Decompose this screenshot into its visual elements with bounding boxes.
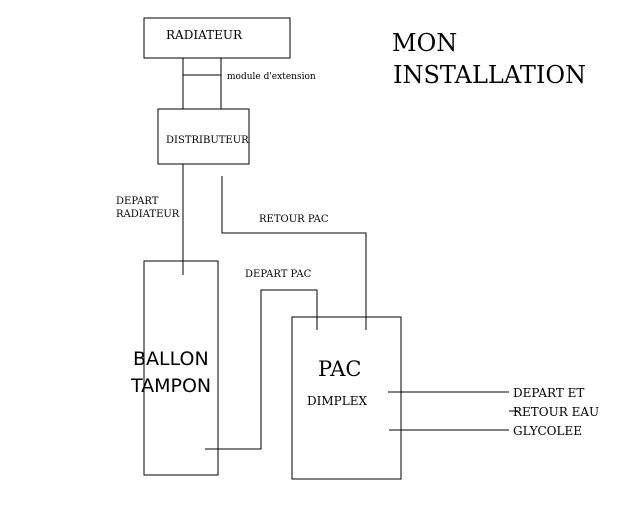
title-line1: MON bbox=[392, 29, 457, 57]
module-extension-label: module d'extension bbox=[227, 72, 316, 82]
depart-pac-pipe bbox=[205, 289, 318, 450]
eau-glycolee-label-line1: DEPART ET bbox=[513, 386, 584, 400]
radiateur-label: RADIATEUR bbox=[166, 28, 243, 42]
eau-glycolee-label-line2: RETOUR EAU bbox=[513, 405, 599, 419]
tampon-label: TAMPON bbox=[130, 375, 211, 397]
ballon-tampon-box bbox=[143, 260, 219, 476]
depart-radiateur-label-line2: RADIATEUR bbox=[116, 209, 180, 220]
distributeur-label: DISTRIBUTEUR bbox=[166, 135, 249, 146]
pac-label: PAC bbox=[318, 357, 361, 381]
depart-pac-label: DEPART PAC bbox=[245, 269, 312, 280]
retour-pac-label: RETOUR PAC bbox=[259, 214, 329, 225]
distributeur-box bbox=[157, 108, 250, 165]
pac-box bbox=[291, 316, 402, 480]
dimplex-label: DIMPLEX bbox=[307, 394, 367, 408]
radiateur-box bbox=[143, 17, 291, 59]
eau-glycolee-label-line3: GLYCOLEE bbox=[513, 424, 582, 438]
retour-pac-pipe bbox=[221, 176, 367, 330]
title-line2: INSTALLATION bbox=[393, 61, 586, 89]
ballon-label: BALLON bbox=[133, 348, 209, 370]
depart-radiateur-label-line1: DEPART bbox=[116, 196, 159, 207]
